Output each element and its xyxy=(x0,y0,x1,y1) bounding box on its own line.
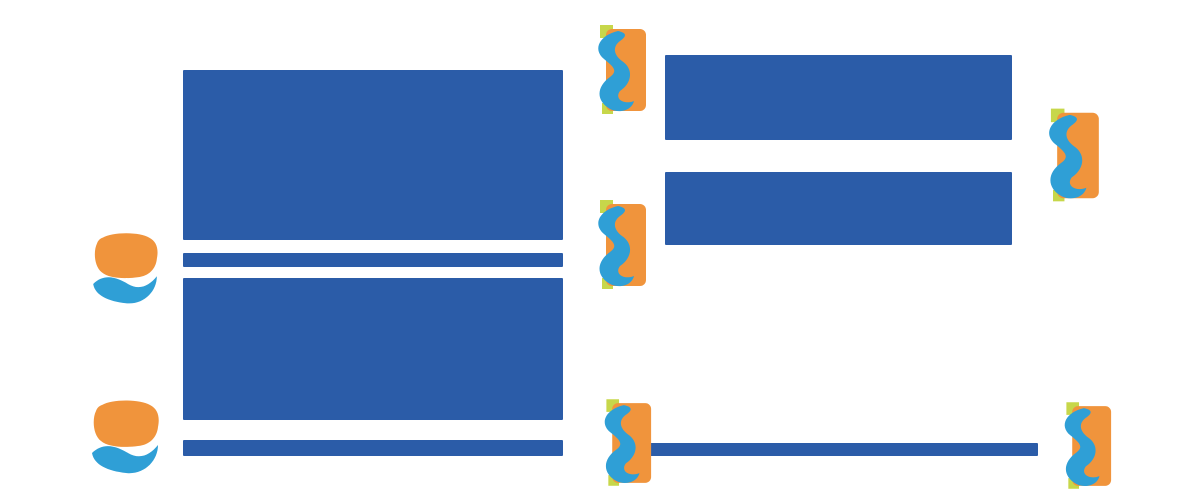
content-bar-bottom-right xyxy=(648,443,1038,456)
logo-glyph-vertical xyxy=(598,25,646,114)
icon-orange-shape xyxy=(93,400,159,447)
content-bar-left-lower xyxy=(183,440,563,456)
logo-glyph-horizontal xyxy=(92,400,159,474)
icon-blue-swoosh xyxy=(1064,408,1100,487)
icon-blue-swoosh xyxy=(1049,114,1087,199)
logo-icon-mid-center xyxy=(578,200,650,290)
logo-icon-left-upper xyxy=(88,228,163,310)
content-bar-left-upper xyxy=(183,253,563,267)
icon-blue-swoosh xyxy=(604,405,640,484)
icon-blue-wave xyxy=(92,445,158,474)
content-block-large-top-left xyxy=(183,70,563,240)
logo-glyph-vertical xyxy=(1064,402,1112,489)
logo-glyph-horizontal xyxy=(93,233,158,304)
icon-orange-shape xyxy=(94,233,158,279)
content-block-mid-right xyxy=(665,172,1012,245)
icon-blue-swoosh xyxy=(598,31,634,112)
content-block-large-mid-left xyxy=(183,278,563,420)
icon-blue-swoosh xyxy=(598,206,634,287)
logo-icon-right xyxy=(1028,108,1103,203)
logo-glyph-vertical xyxy=(1049,108,1099,202)
logo-icon-bottom-right xyxy=(1045,402,1115,490)
content-block-top-right xyxy=(665,55,1012,140)
icon-blue-wave xyxy=(93,276,157,304)
logo-glyph-vertical xyxy=(598,200,646,289)
logo-glyph-vertical xyxy=(604,399,652,486)
logo-icon-bottom-center xyxy=(585,397,655,489)
logo-icon-left-lower xyxy=(88,395,163,480)
logo-icon-top-center xyxy=(578,25,650,115)
